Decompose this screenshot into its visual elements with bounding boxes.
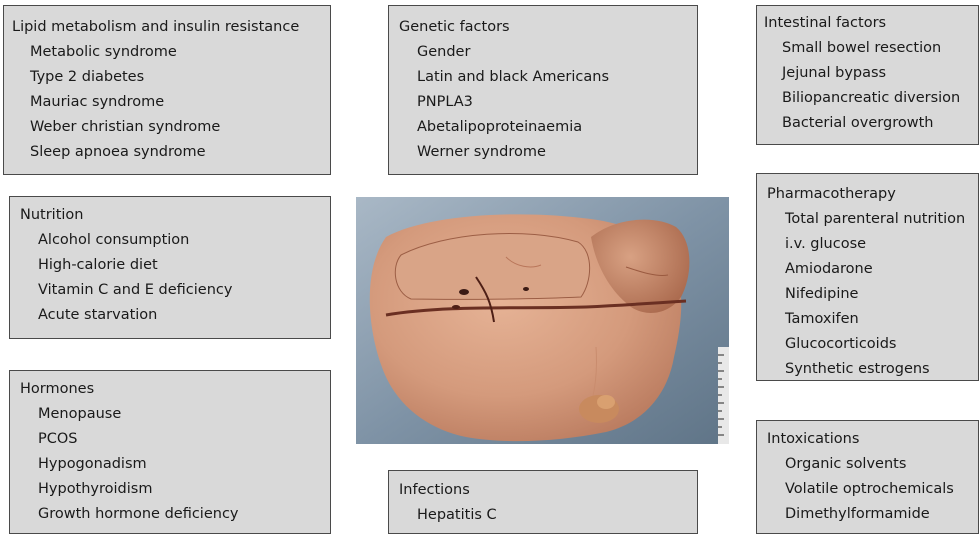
item-list: Small bowel resection Jejunal bypass Bil… (764, 36, 972, 136)
item-list: Organic solvents Volatile optrochemicals… (767, 452, 972, 527)
list-item: Menopause (38, 402, 324, 427)
box-pharmacotherapy: Pharmacotherapy Total parenteral nutriti… (756, 173, 979, 381)
list-item: Volatile optrochemicals (785, 477, 972, 502)
box-title: Genetic factors (399, 15, 691, 40)
box-title: Nutrition (20, 203, 324, 228)
list-item: Alcohol consumption (38, 228, 324, 253)
list-item: Bacterial overgrowth (782, 111, 972, 136)
item-list: Menopause PCOS Hypogonadism Hypothyroidi… (20, 402, 324, 527)
list-item: Hypothyroidism (38, 477, 324, 502)
list-item: Latin and black Americans (417, 65, 691, 90)
item-list: Alcohol consumption High-calorie diet Vi… (20, 228, 324, 328)
list-item: Sleep apnoea syndrome (30, 140, 324, 165)
item-list: Hepatitis C (399, 503, 691, 528)
box-title: Pharmacotherapy (767, 182, 972, 207)
list-item: Tamoxifen (785, 307, 972, 332)
list-item: PNPLA3 (417, 90, 691, 115)
list-item: Gender (417, 40, 691, 65)
list-item: Glucocorticoids (785, 332, 972, 357)
list-item: Hypogonadism (38, 452, 324, 477)
item-list: Gender Latin and black Americans PNPLA3 … (399, 40, 691, 165)
box-title: Intoxications (767, 427, 972, 452)
list-item: Amiodarone (785, 257, 972, 282)
list-item: Growth hormone deficiency (38, 502, 324, 527)
list-item: Biliopancreatic diversion (782, 86, 972, 111)
list-item: Weber christian syndrome (30, 115, 324, 140)
list-item: Mauriac syndrome (30, 90, 324, 115)
box-intoxications: Intoxications Organic solvents Volatile … (756, 420, 979, 534)
box-intestinal-factors: Intestinal factors Small bowel resection… (756, 5, 979, 145)
list-item: Small bowel resection (782, 36, 972, 61)
list-item: Vitamin C and E deficiency (38, 278, 324, 303)
list-item: Organic solvents (785, 452, 972, 477)
box-title: Hormones (20, 377, 324, 402)
box-nutrition: Nutrition Alcohol consumption High-calor… (9, 196, 331, 339)
list-item: Synthetic estrogens (785, 357, 972, 382)
list-item: PCOS (38, 427, 324, 452)
list-item: i.v. glucose (785, 232, 972, 257)
box-lipid-metabolism: Lipid metabolism and insulin resistance … (3, 5, 331, 175)
list-item: Werner syndrome (417, 140, 691, 165)
liver-photo (356, 197, 729, 444)
list-item: Acute starvation (38, 303, 324, 328)
box-title: Intestinal factors (764, 11, 972, 36)
box-title: Lipid metabolism and insulin resistance (12, 15, 324, 40)
box-infections: Infections Hepatitis C (388, 470, 698, 534)
item-list: Total parenteral nutrition i.v. glucose … (767, 207, 972, 382)
list-item: Dimethylformamide (785, 502, 972, 527)
list-item: Jejunal bypass (782, 61, 972, 86)
box-hormones: Hormones Menopause PCOS Hypogonadism Hyp… (9, 370, 331, 534)
list-item: Type 2 diabetes (30, 65, 324, 90)
list-item: Abetalipoproteinaemia (417, 115, 691, 140)
list-item: Hepatitis C (417, 503, 691, 528)
box-title: Infections (399, 478, 691, 503)
list-item: High-calorie diet (38, 253, 324, 278)
list-item: Nifedipine (785, 282, 972, 307)
item-list: Metabolic syndrome Type 2 diabetes Mauri… (12, 40, 324, 165)
list-item: Metabolic syndrome (30, 40, 324, 65)
box-genetic-factors: Genetic factors Gender Latin and black A… (388, 5, 698, 175)
list-item: Total parenteral nutrition (785, 207, 972, 232)
